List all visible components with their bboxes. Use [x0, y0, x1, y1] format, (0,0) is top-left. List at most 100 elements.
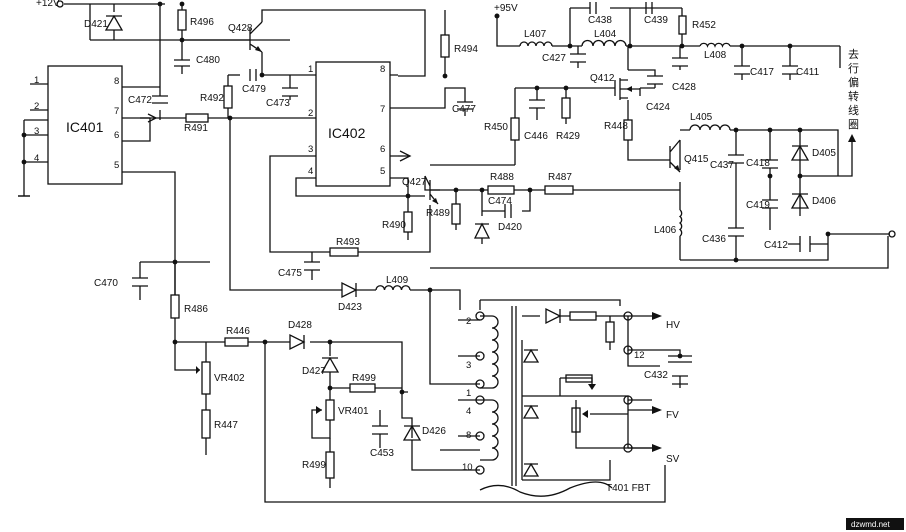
label-vr401: VR401 [338, 406, 369, 417]
transistor-q427 [424, 175, 440, 205]
transistor-q428 [240, 21, 263, 53]
label-d405: D405 [812, 148, 836, 159]
diode-d405 [790, 144, 810, 161]
inductor-l404 [581, 39, 627, 47]
capacitor-c477 [457, 101, 473, 116]
label-r492: R492 [200, 93, 224, 104]
resistor-r499a [349, 383, 376, 393]
label-r488: R488 [490, 172, 514, 183]
fbt-pin-12: 12 [634, 350, 645, 361]
fbt-pin-10: 10 [462, 462, 473, 473]
capacitor-c436 [728, 227, 744, 237]
diode-d420 [473, 222, 491, 239]
ic402-pin-8: 8 [380, 64, 385, 75]
label-r429: R429 [556, 131, 580, 142]
resistors [170, 9, 687, 479]
resistor-r489 [451, 203, 461, 225]
label-v95: +95V [494, 3, 518, 14]
resistor-r486 [170, 294, 180, 319]
label-c470: C470 [94, 278, 118, 289]
yoke-label: 去 行 偏 转 线 圈 [848, 48, 859, 131]
diode-d421 [104, 14, 124, 31]
yoke-char-1: 去 [848, 48, 859, 61]
ic401-pin-2: 2 [34, 101, 39, 112]
diode-d406 [790, 192, 810, 209]
transistor-q415 [660, 139, 681, 173]
ic402-label: IC402 [328, 125, 366, 141]
label-l408: L408 [704, 50, 727, 61]
capacitor-c439 [645, 2, 653, 14]
label-l406: L406 [654, 225, 677, 236]
capacitor-c427 [570, 53, 586, 63]
label-d427: D427 [302, 366, 326, 377]
label-c453: C453 [370, 448, 394, 459]
label-d428: D428 [288, 320, 312, 331]
resistor-vr402 [201, 361, 211, 395]
ic401-pin-5: 5 [114, 160, 119, 171]
fbt-pin-2: 2 [466, 316, 471, 327]
diodes [104, 14, 810, 477]
label-r493: R493 [336, 237, 360, 248]
fbt-pin-8: 8 [466, 430, 471, 441]
label-c411: C411 [796, 67, 820, 78]
watermark-badge: dzwmd.net [846, 518, 904, 530]
resistor-r491 [185, 113, 209, 123]
label-r491: R491 [184, 123, 208, 134]
capacitor-c438 [589, 2, 597, 14]
wiring [18, 3, 890, 503]
junctions [21, 1, 831, 395]
label-r446: R446 [226, 326, 250, 337]
label-d426: D426 [422, 426, 446, 437]
ic402-pin-5: 5 [380, 166, 385, 177]
inductor-l409 [375, 285, 411, 291]
resistor-vr401 [325, 399, 335, 421]
label-c472: C472 [128, 95, 152, 106]
label-c436: C436 [702, 234, 726, 245]
label-q428: Q428 [228, 23, 253, 34]
label-c438: C438 [588, 15, 612, 26]
label-c473: C473 [266, 98, 290, 109]
ic401-pin-8: 8 [114, 76, 119, 87]
diode-fbt-3 [522, 462, 540, 477]
resistor-sv-pot [571, 407, 581, 433]
label-c424: C424 [646, 102, 670, 113]
label-d406: D406 [812, 196, 836, 207]
capacitor-c479 [249, 69, 257, 81]
label-r494: R494 [454, 44, 478, 55]
capacitor-c474 [504, 204, 512, 218]
transistors [240, 21, 681, 205]
label-c477: C477 [452, 104, 476, 115]
yoke-char-2: 行 [848, 62, 859, 75]
capacitors [132, 2, 811, 435]
resistor-r499b [325, 451, 335, 479]
resistor-r494 [440, 34, 450, 58]
label-c446: C446 [524, 131, 548, 142]
ic401-label: IC401 [66, 119, 104, 135]
label-q427: Q427 [402, 177, 427, 188]
signal-arrows [18, 0, 896, 238]
ic401-pin-1: 1 [34, 75, 39, 86]
fbt-pin-3: 3 [466, 360, 471, 371]
ic402-chip: IC402 1 2 3 4 8 7 6 5 [308, 61, 398, 187]
resistor-r429 [561, 97, 571, 119]
label-l409: L409 [386, 275, 409, 286]
diode-hv [545, 307, 562, 325]
ic402-pin-6: 6 [380, 144, 385, 155]
inductor-l407 [519, 41, 553, 47]
label-r448: R448 [604, 121, 628, 132]
label-c480: C480 [196, 55, 220, 66]
capacitor-c428 [672, 57, 688, 67]
label-c412: C412 [764, 240, 788, 251]
diode-d423 [341, 281, 358, 299]
label-r490: R490 [382, 220, 406, 231]
inductors [375, 39, 731, 291]
label-d420: D420 [498, 222, 522, 233]
capacitor-c453 [372, 425, 388, 435]
label-q415: Q415 [684, 154, 709, 165]
resistor-r447 [201, 409, 211, 439]
resistor-r493 [329, 247, 359, 257]
label-vr402: VR402 [214, 373, 245, 384]
inductor-l408 [699, 42, 731, 48]
label-v12: +12V [36, 0, 60, 9]
